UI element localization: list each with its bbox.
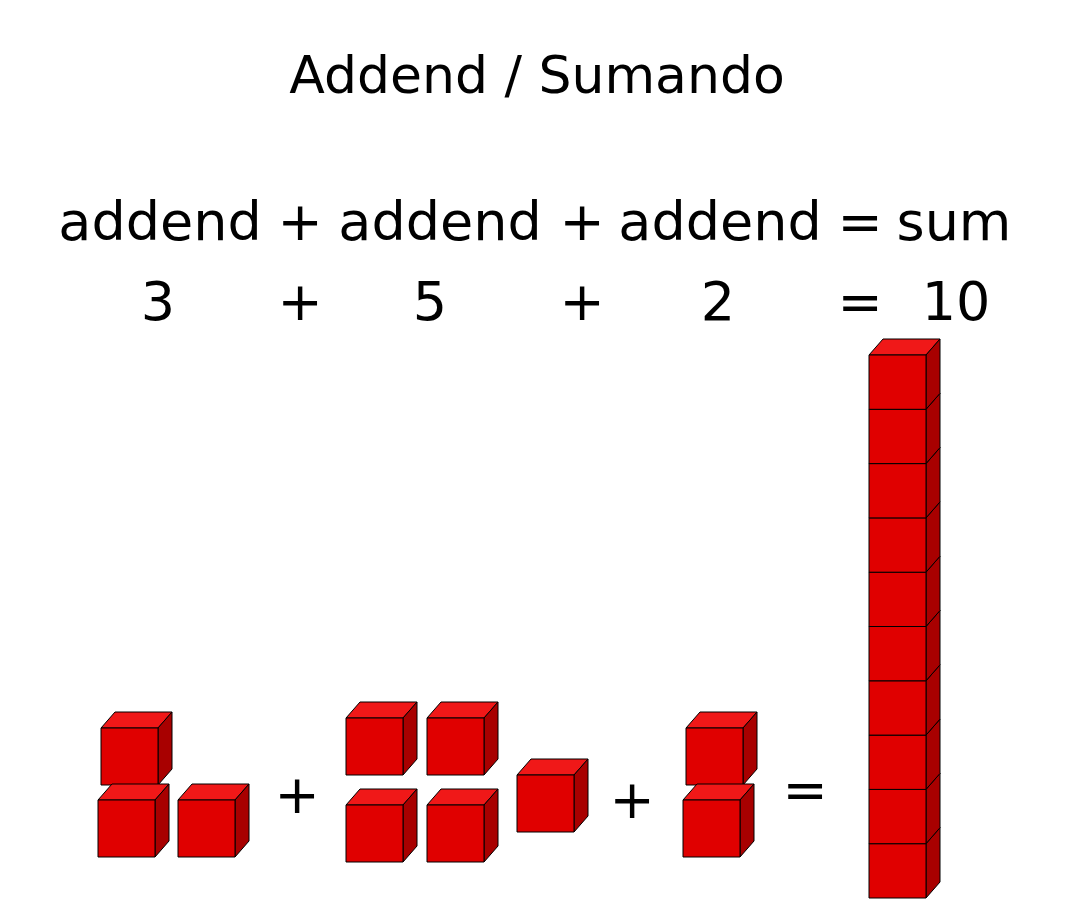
term-word: addend (58, 195, 261, 249)
cube-front (427, 805, 484, 862)
cube-side (484, 789, 498, 862)
cube-front (346, 718, 403, 775)
cube-front (101, 728, 158, 785)
cube-front (869, 789, 926, 843)
operator: = (782, 763, 827, 817)
number: 5 (413, 275, 447, 329)
cube-front (869, 681, 926, 735)
operator: + (274, 768, 319, 822)
cube-side (926, 339, 940, 409)
cube-front (686, 728, 743, 785)
term-word: addend (338, 195, 541, 249)
cube-side (740, 784, 754, 857)
cube-front (869, 464, 926, 518)
operator: = (837, 275, 882, 329)
cube-side (743, 712, 757, 785)
cube-front (869, 735, 926, 789)
cube-front (869, 572, 926, 626)
cube-side (574, 759, 588, 832)
cube-side (403, 702, 417, 775)
cube-front (346, 805, 403, 862)
cube-front (869, 409, 926, 463)
cube-side (403, 789, 417, 862)
operator: + (559, 195, 604, 249)
number: 2 (701, 275, 735, 329)
cube-front (869, 844, 926, 898)
page-title: Addend / Sumando (289, 49, 784, 101)
cube-front (869, 355, 926, 409)
term-word: addend (618, 195, 821, 249)
operator: + (277, 275, 322, 329)
cube-front (98, 800, 155, 857)
cube-front (178, 800, 235, 857)
operator: = (837, 195, 882, 249)
cube-front (517, 775, 574, 832)
operator: + (559, 275, 604, 329)
cube-side (235, 784, 249, 857)
cube-front (683, 800, 740, 857)
cube-side (155, 784, 169, 857)
number: 10 (922, 275, 991, 329)
cube-side (484, 702, 498, 775)
number: 3 (141, 275, 175, 329)
operator: + (609, 773, 654, 827)
operator: + (277, 195, 322, 249)
cube-front (869, 627, 926, 681)
cube-side (158, 712, 172, 785)
cube-front (869, 518, 926, 572)
term-word: sum (897, 195, 1012, 249)
cube-front (427, 718, 484, 775)
